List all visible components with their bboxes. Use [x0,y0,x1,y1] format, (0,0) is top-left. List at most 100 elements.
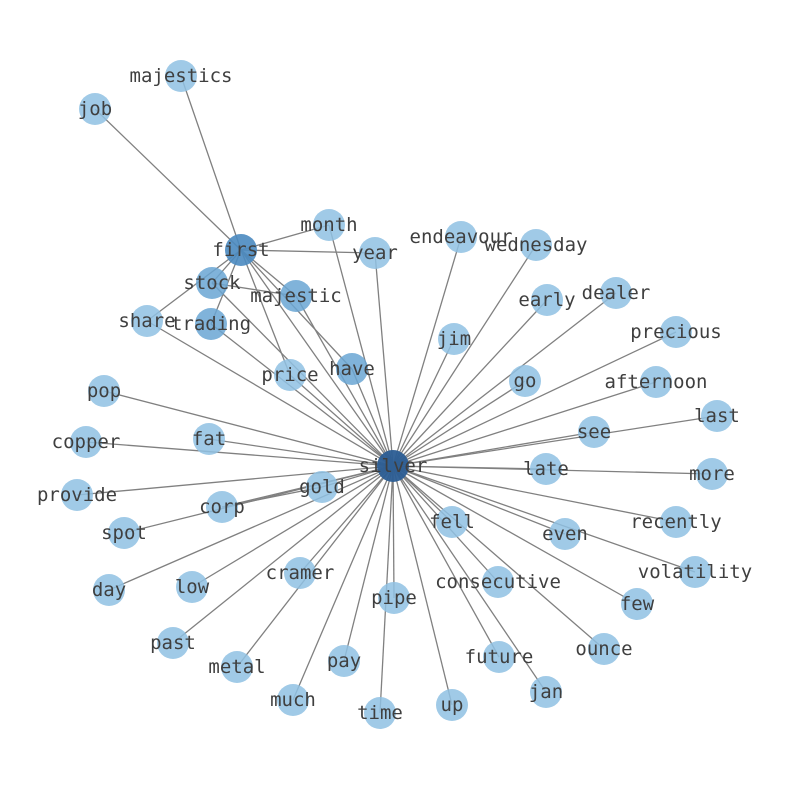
node-label-metal: metal [208,656,265,678]
node-label-ounce: ounce [575,638,632,660]
node-price [274,359,306,391]
node-afternoon [640,366,672,398]
node-majestics [165,60,197,92]
node-wednesday [520,229,552,261]
node-label-precious: precious [630,321,722,343]
edge-fat-silver [208,438,394,467]
edge-go-silver [392,380,526,467]
edge-price-silver [289,374,394,467]
node-label-cramer: cramer [266,562,335,584]
node-precious [660,316,692,348]
node-jim [438,323,470,355]
edge-first-year [240,249,376,254]
node-future [483,641,515,673]
node-consecutive [482,566,514,598]
edge-spot-silver [123,465,394,534]
node-recently [660,506,692,538]
node-low [176,571,208,603]
node-majestic [280,280,312,312]
node-label-up: up [441,694,464,716]
node-early [531,284,563,316]
node-label-month: month [300,214,357,236]
node-job [79,93,111,125]
edge-pipe-silver [392,465,395,599]
edge-metal-silver [236,465,394,668]
edge-up-silver [392,465,453,706]
node-jan [530,676,562,708]
edge-last-silver [392,415,718,467]
node-label-past: past [150,632,196,654]
edge-share-silver [146,320,394,467]
node-endeavour [445,221,477,253]
edge-recently-silver [392,465,677,523]
edge-endeavour-silver [392,236,462,467]
edge-see-silver [392,431,595,467]
node-up [436,689,468,721]
node-label-pop: pop [87,380,121,402]
node-have [336,353,368,385]
node-copper [70,426,102,458]
node-fell [436,506,468,538]
node-layer [61,60,733,729]
node-label-job: job [78,98,112,120]
node-label-year: year [352,242,398,264]
edge-past-silver [172,465,394,644]
node-much [277,684,309,716]
edge-pop-silver [103,390,394,467]
edge-ounce-silver [392,465,605,650]
node-label-pay: pay [327,650,361,672]
node-pop [88,375,120,407]
edge-jan-silver [392,465,547,693]
node-first [225,234,257,266]
edge-volatility-silver [392,465,696,573]
node-trading [195,308,227,340]
node-label-last: last [694,405,740,427]
node-label-fell: fell [429,511,475,533]
edge-have-silver [351,368,394,467]
node-gold [306,471,338,503]
node-label-time: time [357,702,403,724]
node-label-share: share [118,310,175,332]
edge-first-silver [240,249,394,467]
edge-much-silver [292,465,394,701]
node-label-stock: stock [183,272,241,294]
node-past [157,627,189,659]
edge-layer [76,75,718,714]
node-late [530,453,562,485]
node-label-silver: silver [359,455,428,477]
edge-even-silver [392,465,566,535]
node-label-have: have [329,358,375,380]
edge-copper-silver [85,441,394,467]
node-label-low: low [175,576,210,598]
node-ounce [588,633,620,665]
edge-first-majestics [180,75,242,251]
node-silver [377,450,409,482]
edge-few-silver [392,465,638,605]
node-cramer [284,557,316,589]
node-label-first: first [212,239,269,261]
edge-early-silver [392,299,548,467]
node-label-pipe: pipe [371,587,417,609]
node-even [549,518,581,550]
node-label-early: early [518,289,575,311]
label-layer: silverfirstmajesticstocktradinghavemajes… [37,65,752,724]
node-day [93,574,125,606]
node-label-fat: fat [192,428,226,450]
node-label-price: price [261,364,318,386]
edge-pay-silver [343,465,394,662]
node-month [313,209,345,241]
node-pipe [378,582,410,614]
node-label-majestics: majestics [130,65,233,87]
edge-precious-silver [392,331,677,467]
node-label-future: future [465,646,534,668]
edge-corp-gold [221,486,323,508]
edge-first-share [146,249,242,322]
node-label-see: see [577,421,611,443]
node-label-even: even [542,523,588,545]
node-fat [193,423,225,455]
node-label-copper: copper [52,431,121,453]
node-label-jim: jim [437,328,471,350]
node-label-dealer: dealer [582,282,651,304]
edge-year-silver [374,252,394,467]
node-go [509,365,541,397]
